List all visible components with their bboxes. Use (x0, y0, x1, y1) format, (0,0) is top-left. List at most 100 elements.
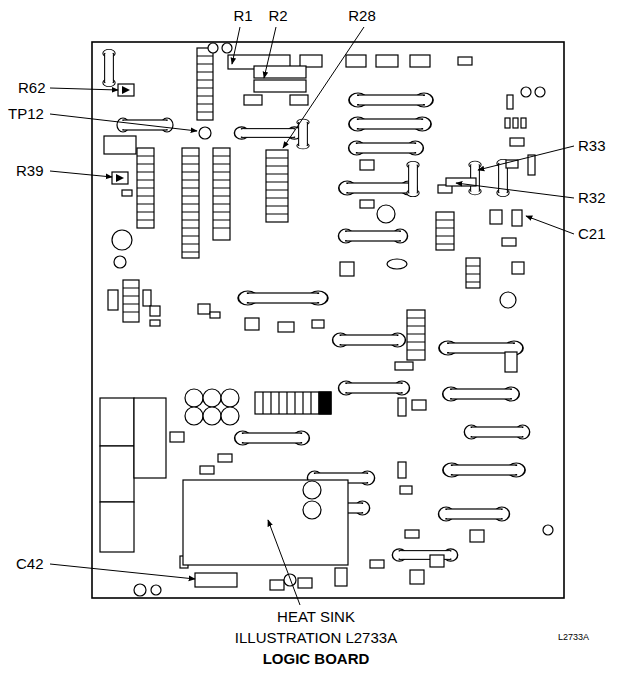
axial-component (349, 93, 433, 107)
ic-ladder (123, 280, 139, 322)
ic-ladder (255, 392, 331, 414)
small-component (143, 290, 151, 306)
small-component (400, 486, 412, 494)
ic-ladder (182, 156, 199, 252)
callout-label: R62 (18, 80, 46, 95)
small-component (312, 320, 324, 328)
callout-label: TP12 (8, 106, 44, 121)
small-component (200, 466, 214, 474)
small-component (170, 432, 184, 442)
small-component (510, 138, 524, 146)
small-component (507, 95, 513, 109)
callout-label: R32 (578, 190, 606, 205)
small-component (360, 160, 374, 170)
circuit-board (92, 42, 564, 598)
round-component (203, 407, 221, 425)
leader-line (456, 183, 574, 198)
small-component (502, 238, 516, 246)
leader-line (50, 114, 197, 131)
small-component (410, 55, 430, 67)
axial-component (443, 463, 525, 477)
axial-component (339, 381, 410, 395)
callout-label: R28 (348, 8, 376, 23)
ic-ladder (266, 158, 288, 214)
small-component (100, 398, 134, 446)
axial-component (443, 387, 520, 401)
leader-line (526, 216, 574, 234)
leader-line (268, 520, 300, 605)
ic-ladder (436, 220, 454, 244)
small-component (122, 190, 132, 196)
ic-ladder (466, 266, 480, 282)
small-component (470, 530, 484, 542)
small-component (245, 318, 259, 330)
leader-line (50, 564, 195, 579)
leader-line (264, 27, 276, 78)
small-component (218, 454, 232, 462)
small-component (118, 84, 134, 96)
ic-ladder (319, 392, 331, 414)
callout-label: R39 (16, 163, 44, 178)
small-component (412, 400, 426, 410)
small-component (150, 306, 160, 316)
round-component (208, 43, 218, 53)
axial-component (349, 117, 431, 131)
round-component (221, 407, 239, 425)
small-component (346, 55, 366, 67)
axial-component (234, 127, 301, 139)
figure-caption: LOGIC BOARD (263, 651, 370, 666)
ic-ladder (213, 156, 230, 228)
ic-ladder (466, 258, 480, 288)
axial-component (349, 141, 424, 155)
axial-component (339, 181, 417, 195)
small-component (398, 462, 406, 478)
small-component (370, 560, 384, 568)
ic-ladder (263, 392, 319, 414)
small-component (512, 262, 524, 274)
round-component (387, 259, 407, 269)
callout-label: C42 (16, 556, 44, 571)
axial-component (333, 333, 406, 347)
ic-ladder (137, 148, 154, 228)
ic-ladder (137, 156, 154, 220)
small-component (376, 55, 398, 67)
small-component (254, 66, 306, 78)
small-component (210, 312, 220, 318)
callout-label: R2 (268, 8, 287, 23)
small-component (100, 55, 535, 590)
small-component (270, 580, 284, 590)
small-component (298, 578, 312, 588)
ic-ladder (182, 148, 199, 258)
small-component (405, 530, 419, 538)
round-component (221, 389, 239, 407)
round-component (535, 87, 545, 97)
round-component (185, 389, 203, 407)
small-component (490, 210, 502, 224)
ic-ladder (436, 212, 454, 250)
axial-component (439, 507, 510, 521)
small-component (100, 446, 134, 502)
axial-component (464, 425, 529, 439)
round-component (112, 43, 553, 596)
round-component (303, 501, 321, 519)
callout-label: HEAT SINK (277, 609, 355, 624)
ic-ladder (197, 56, 213, 112)
ic-ladder (407, 310, 425, 360)
round-component (543, 525, 553, 535)
small-component (398, 398, 406, 416)
leader-line (50, 171, 112, 177)
round-component (500, 292, 516, 308)
ic-ladder (123, 288, 139, 312)
small-component (513, 118, 518, 128)
small-component (300, 55, 322, 67)
leader-line (283, 27, 364, 148)
small-component (505, 352, 517, 372)
round-component (203, 389, 221, 407)
small-component (410, 570, 424, 584)
small-component (278, 322, 294, 332)
small-component (150, 320, 160, 326)
round-component (199, 127, 211, 139)
callout-label: C21 (578, 226, 606, 241)
axial-component (238, 291, 328, 305)
